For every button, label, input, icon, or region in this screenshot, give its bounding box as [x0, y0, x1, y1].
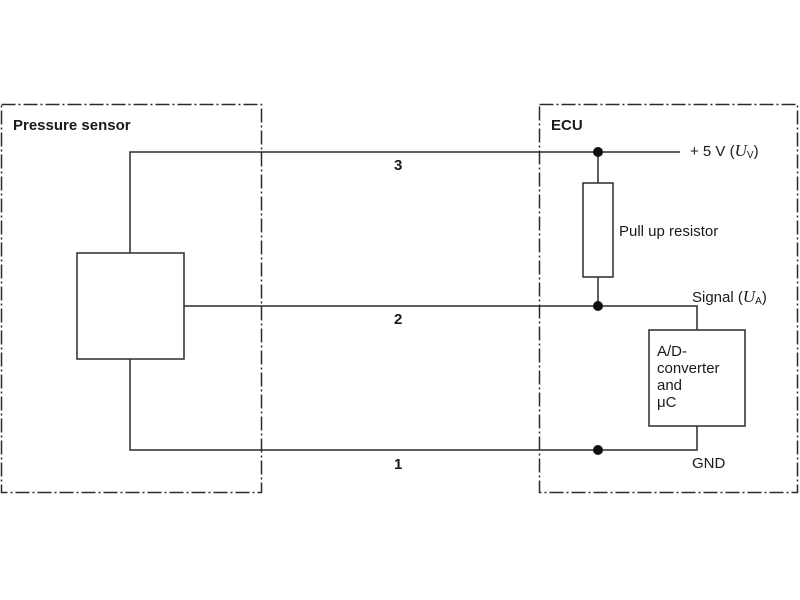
wire-number-3: 3: [394, 157, 403, 174]
wire-2-signal: [184, 305, 698, 330]
sensor-title: Pressure sensor: [13, 117, 131, 134]
junction-dot-ground: [593, 445, 603, 455]
junction-dot-signal: [593, 301, 603, 311]
ecu-title: ECU: [551, 117, 583, 134]
pullup-resistor-label: Pull up resistor: [619, 223, 719, 240]
ground-label: GND: [692, 455, 726, 472]
wire-1-ground: [129, 359, 698, 451]
adc-box: [648, 329, 746, 427]
ecu-boundary: [538, 103, 799, 494]
pullup-resistor: [582, 182, 614, 278]
supply-voltage-label: + 5 V (UV): [690, 141, 759, 161]
signal-label: Signal (UA): [692, 287, 767, 307]
sensor-boundary: [0, 103, 263, 494]
sensor-element: [76, 252, 185, 360]
wire-number-1: 1: [394, 456, 403, 473]
wire-3-supply: [129, 151, 680, 253]
junction-dot-supply: [593, 147, 603, 157]
adc-label: A/D- converter and μC: [657, 343, 720, 411]
wire-number-2: 2: [394, 311, 403, 328]
